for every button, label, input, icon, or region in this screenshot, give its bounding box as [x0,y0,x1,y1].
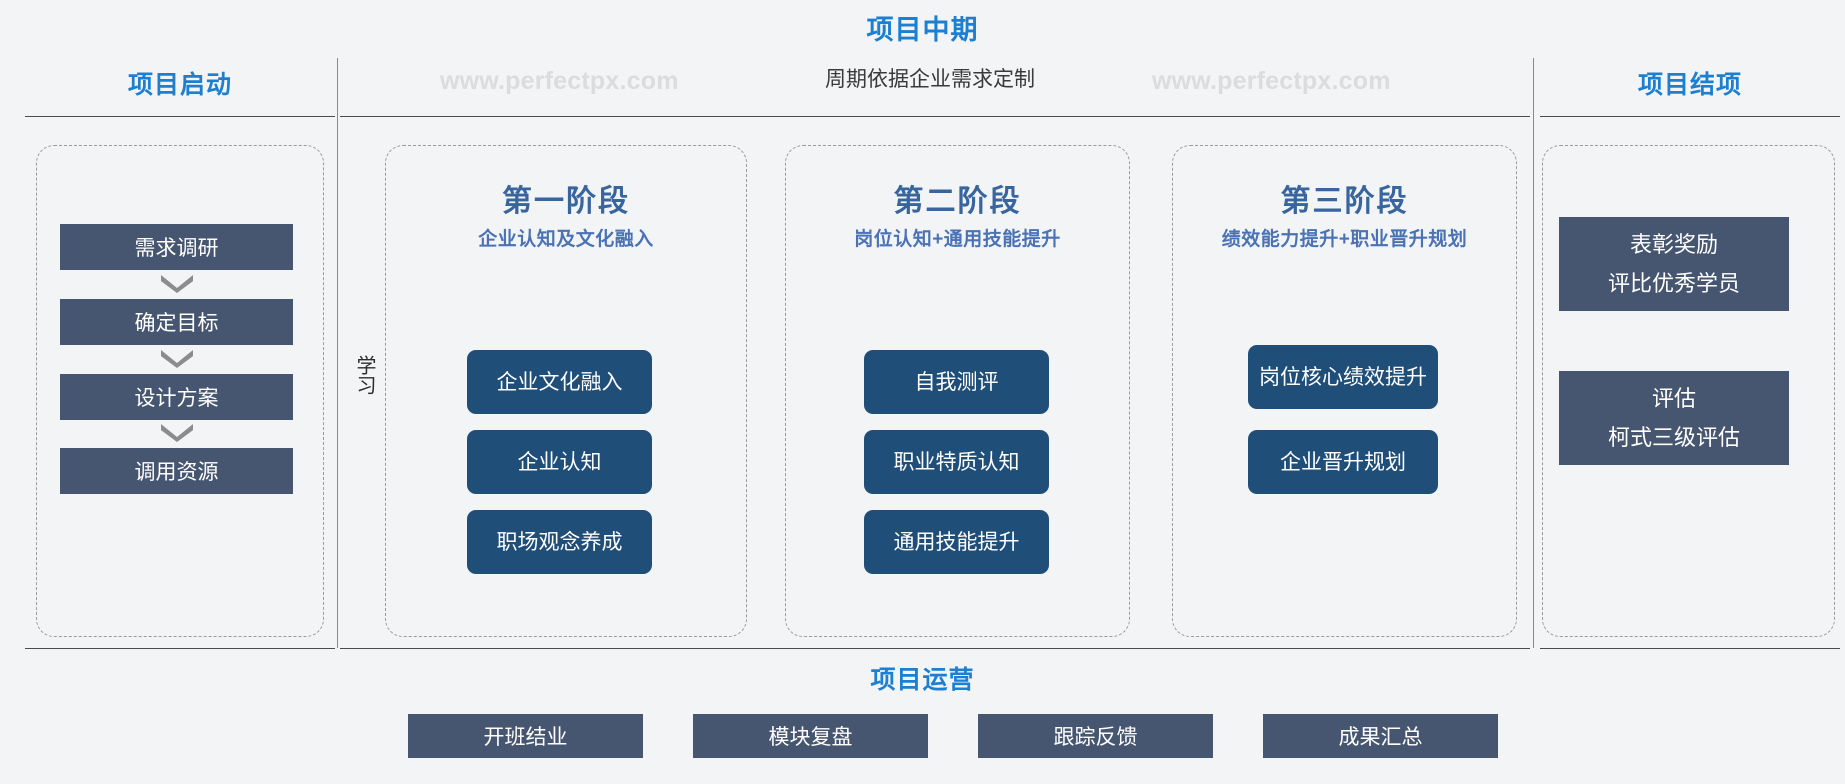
phase-2-title: 第二阶段 [893,185,1022,218]
panel-phase-3 [1172,145,1517,637]
operations-title: 项目运营 [870,666,975,694]
operations-item[interactable]: 模块复盘 [693,714,928,758]
right-column-title: 项目结项 [1637,71,1742,99]
phase-1-title: 第一阶段 [502,185,630,218]
operations-item[interactable]: 开班结业 [408,714,643,758]
closure-box-line1: 评估 [1651,386,1696,411]
phase-2-subtitle: 岗位认知+通用技能提升 [854,229,1061,250]
phase-3-title: 第三阶段 [1280,185,1409,218]
divider-bottom-middle [340,648,1530,649]
operations-item[interactable]: 跟踪反馈 [978,714,1213,758]
watermark-left: www.perfectpx.com [440,67,679,95]
phase-3-item[interactable]: 企业晋升规划 [1248,430,1438,494]
panel-phase-2 [785,145,1130,637]
panel-project-closure [1542,145,1835,637]
operations-item[interactable]: 成果汇总 [1263,714,1498,758]
closure-box[interactable]: 表彰奖励 评比优秀学员 [1559,217,1789,311]
divider-top-right [1540,116,1840,117]
divider-bottom-left [25,648,335,649]
phase-2-item[interactable]: 通用技能提升 [864,510,1049,574]
divider-top-middle [340,116,1530,117]
phase-3-item[interactable]: 岗位核心绩效提升 [1248,345,1438,409]
divider-bottom-right [1540,648,1840,649]
phase-2-item[interactable]: 自我测评 [864,350,1049,414]
phase-1-item[interactable]: 企业文化融入 [467,350,652,414]
middle-phase-subtitle: 周期依据企业需求定制 [825,68,1035,91]
closure-box[interactable]: 评估 柯式三级评估 [1559,371,1789,465]
closure-box-line2: 柯式三级评估 [1607,425,1740,450]
phase-3-subtitle: 绩效能力提升+职业晋升规划 [1221,229,1468,250]
middle-phase-title: 项目中期 [866,15,979,45]
flow-step-box[interactable]: 确定目标 [60,299,293,345]
flow-step-box[interactable]: 设计方案 [60,374,293,420]
phase-1-item[interactable]: 企业认知 [467,430,652,494]
flow-step-box[interactable]: 需求调研 [60,224,293,270]
closure-box-line1: 表彰奖励 [1629,232,1718,257]
panel-phase-1 [385,145,747,637]
watermark-right: www.perfectpx.com [1152,67,1391,95]
divider-vertical-left [337,58,338,648]
flow-step-box[interactable]: 调用资源 [60,448,293,494]
study-vertical-label: 学习 [353,355,375,395]
panel-project-kickoff [36,145,324,637]
divider-top-left [25,116,335,117]
phase-2-item[interactable]: 职业特质认知 [864,430,1049,494]
phase-1-item[interactable]: 职场观念养成 [467,510,652,574]
left-column-title: 项目启动 [127,71,232,99]
closure-box-line2: 评比优秀学员 [1607,271,1740,296]
phase-1-subtitle: 企业认知及文化融入 [478,229,654,250]
divider-vertical-right [1533,58,1534,648]
